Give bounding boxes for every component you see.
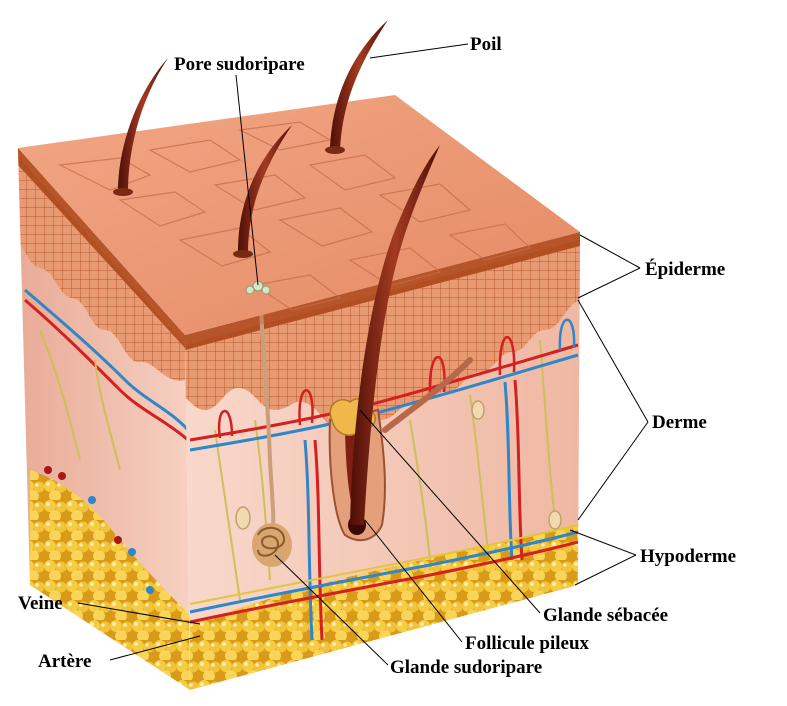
label-poil: Poil	[470, 35, 502, 54]
label-glande-sudoripare: Glande sudoripare	[390, 658, 542, 677]
label-veine: Veine	[18, 594, 63, 613]
label-glande-sebacee: Glande sébacée	[543, 606, 668, 625]
label-artere: Artère	[38, 652, 91, 671]
label-hypoderme: Hypoderme	[640, 547, 736, 566]
label-derme: Derme	[652, 413, 707, 432]
label-epiderme: Épiderme	[645, 260, 725, 279]
label-follicule-pileux: Follicule pileux	[465, 634, 589, 653]
sweat-gland-coil	[252, 523, 292, 567]
label-pore-sudoripare: Pore sudoripare	[174, 55, 305, 74]
